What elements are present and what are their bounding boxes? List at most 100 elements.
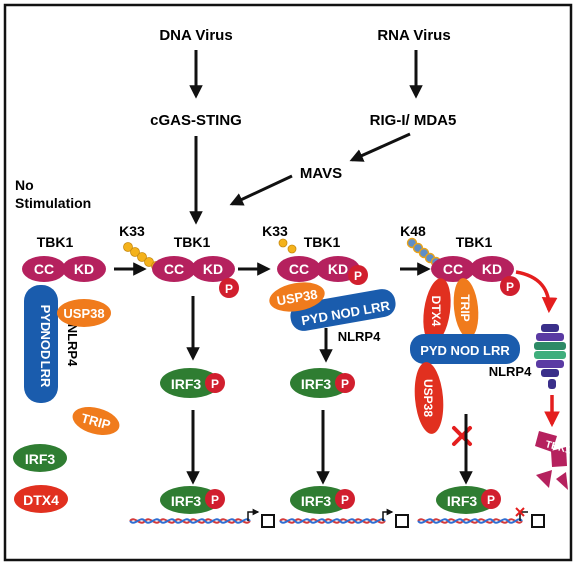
irf3-oval-1 (13, 444, 67, 472)
rig-mda5-label: RIG-I/ MDA5 (370, 112, 457, 129)
p-label-3: P (354, 269, 362, 283)
dna-helix-1 (129, 508, 275, 528)
k33-label-2: K33 (262, 223, 288, 239)
proteasome-degradation: TBK1 (515, 270, 572, 490)
usp38-label-3: USP38 (275, 287, 318, 309)
irf3-label-1: IRF3 (25, 451, 56, 467)
cc-domain-1 (22, 256, 66, 282)
proteasome-icon (534, 324, 566, 389)
phospho-dna-3 (335, 489, 355, 509)
phospho-irf3-3 (335, 373, 355, 393)
no-stimulation-line2: Stimulation (15, 195, 91, 211)
usp38-oval-4 (414, 362, 444, 434)
nlrp4-label-3: NLRP4 (338, 329, 381, 344)
kd-domain-2 (191, 256, 235, 282)
dtx4-label-1: DTX4 (23, 492, 59, 508)
phospho-dna-4 (481, 489, 501, 509)
nod-label-1: NOD (38, 331, 53, 360)
nlrp4-label-1: NLRP4 (65, 324, 80, 367)
phospho-3 (348, 265, 368, 285)
phospho-dna-2 (205, 489, 225, 509)
nlrp4-bar-4 (410, 334, 520, 364)
dtx4-label-4: DTX4 (429, 296, 443, 327)
dtx4-oval-4 (423, 278, 451, 344)
k48-label: K48 (400, 223, 426, 239)
irf3-label-3: IRF3 (301, 376, 332, 392)
cc-domain-2 (152, 256, 196, 282)
ub-chain-1-bead (130, 247, 140, 257)
kd-domain-4 (470, 256, 514, 282)
ub-chain-2-bead (278, 238, 288, 248)
tbk1-label-4: TBK1 (456, 234, 493, 250)
ub-chain-1-bead (137, 252, 147, 262)
panel-k33-activation: K33 TBK1 CC KD P IRF3 P IRF3 P (119, 223, 239, 514)
panel-no-stimulation: TBK1 CC KD PYD NOD LRR NLRP4 USP38 TRIP … (13, 234, 120, 513)
pyd-label-1: PYD (38, 305, 53, 332)
irf3-dna-oval-4 (436, 486, 496, 514)
arrow-mavs-to-tbk1 (229, 174, 293, 206)
figure-frame (3, 3, 573, 562)
p-label-4: P (506, 280, 514, 294)
cc-domain-3 (277, 256, 321, 282)
p-label-irf3-3: P (341, 377, 349, 391)
usp38-oval-3 (269, 282, 325, 312)
dna-helix-3 (417, 507, 545, 528)
dtx4-oval-1 (14, 485, 68, 513)
mavs-label: MAVS (300, 165, 342, 182)
ub-chain-1-bead (123, 242, 133, 252)
p-label-2: P (225, 282, 233, 296)
cc-label-3: CC (289, 261, 309, 277)
trip-oval-4 (453, 278, 479, 338)
rna-virus-label: RNA Virus (377, 27, 450, 44)
dna-helix-2 (279, 508, 409, 528)
cc-label-1: CC (34, 261, 54, 277)
no-stimulation-line1: No (15, 177, 34, 193)
panel-k48-degradation: K48 TBK1 CC KD P DTX4 TRIP PYD NOD LRR N… (400, 223, 532, 514)
tbk1-fragments: TBK1 (535, 431, 572, 490)
pyd-nod-lrr-label-4: PYD NOD LRR (420, 343, 510, 358)
ub-chain-2-bead (287, 244, 297, 254)
cc-domain-4 (431, 256, 475, 282)
kd-label-4: KD (482, 261, 502, 277)
red-arrow-to-proteasome (515, 270, 558, 314)
irf3-dna-label-4: IRF3 (447, 493, 478, 509)
kd-domain-1 (62, 256, 106, 282)
usp38-label-4: USP38 (421, 379, 435, 417)
kd-label-3: KD (328, 261, 348, 277)
panel-k33-nlrp4: K33 TBK1 CC KD P PYD NOD LRR USP38 NLRP4… (262, 223, 396, 514)
trip-oval-1 (72, 406, 120, 436)
kd-label-1: KD (74, 261, 94, 277)
irf3-dna-label-2: IRF3 (171, 493, 202, 509)
irf3-dna-oval-2 (160, 486, 220, 514)
phospho-2 (219, 278, 239, 298)
arrow-rig-to-mavs (349, 132, 411, 162)
kd-label-2: KD (203, 261, 223, 277)
p-label-dna-2: P (211, 493, 219, 507)
trip-label-4: TRIP (458, 294, 472, 321)
p-label-dna-4: P (487, 493, 495, 507)
irf3-oval-3 (290, 368, 350, 398)
upstream-arrows (189, 50, 423, 225)
tbk1-label-3: TBK1 (304, 234, 341, 250)
p-label-dna-3: P (341, 493, 349, 507)
tbk1-label-1: TBK1 (37, 234, 74, 250)
nlrp4-vertical-1 (24, 285, 58, 403)
irf3-dna-oval-3 (290, 486, 350, 514)
tbk1-label-2: TBK1 (174, 234, 211, 250)
phospho-irf3-2 (205, 373, 225, 393)
irf3-oval-2 (160, 368, 220, 398)
p-label-irf3-2: P (211, 377, 219, 391)
cc-label-4: CC (443, 261, 463, 277)
usp38-oval-1 (57, 299, 111, 327)
usp38-label-1: USP38 (63, 306, 104, 321)
cc-label-2: CC (164, 261, 184, 277)
phospho-4 (500, 276, 520, 296)
irf3-dna-label-3: IRF3 (301, 493, 332, 509)
cgas-sting-label: cGAS-STING (150, 112, 242, 129)
k33-label-1: K33 (119, 223, 145, 239)
lrr-label-1: LRR (38, 361, 53, 388)
irf3-label-2: IRF3 (171, 376, 202, 392)
dna-virus-label: DNA Virus (159, 27, 232, 44)
